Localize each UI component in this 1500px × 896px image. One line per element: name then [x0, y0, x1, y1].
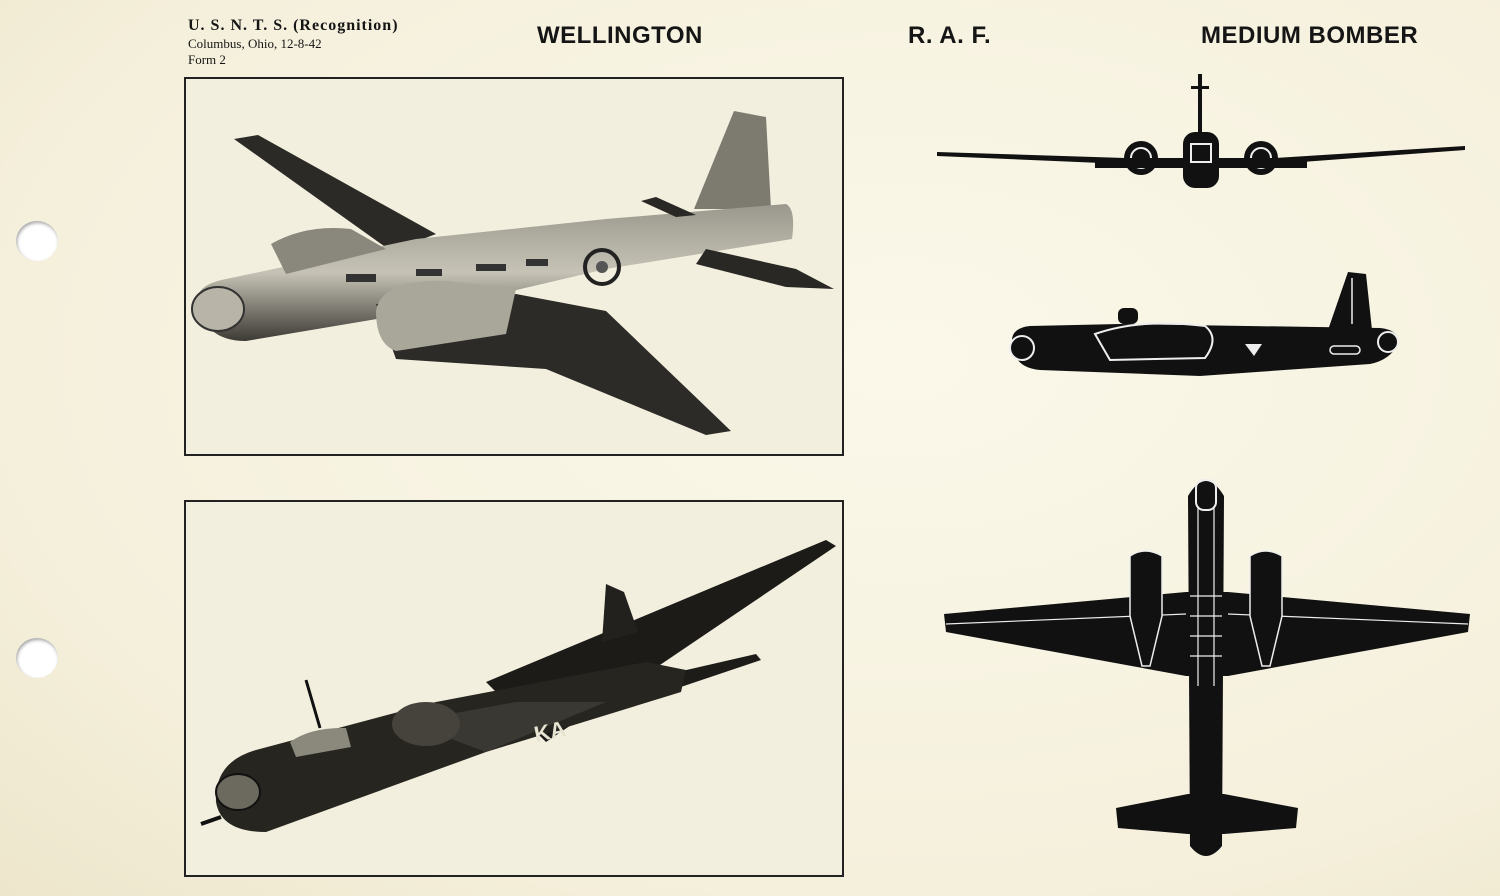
- bottom-aircraft-photo: KA: [184, 500, 844, 877]
- top-view-silhouette: [940, 466, 1474, 866]
- aircraft-class: MEDIUM BOMBER: [1201, 22, 1419, 49]
- issuer-title: U. S. N. T. S. (Recognition): [188, 17, 399, 34]
- issuer-block: U. S. N. T. S. (Recognition) Columbus, O…: [188, 16, 399, 69]
- air-force: R. A. F.: [908, 22, 992, 49]
- side-view-silhouette: [1000, 268, 1410, 386]
- aircraft-name: WELLINGTON: [537, 22, 703, 49]
- front-view-silhouette: [935, 72, 1467, 192]
- svg-text:KA: KA: [532, 716, 568, 747]
- binder-hole-top: [16, 221, 58, 261]
- issuer-location-date: Columbus, Ohio, 12-8-42: [188, 36, 322, 51]
- top-aircraft-photo: [184, 77, 844, 456]
- form-number: Form 2: [188, 52, 226, 68]
- binder-hole-bottom: [16, 638, 58, 678]
